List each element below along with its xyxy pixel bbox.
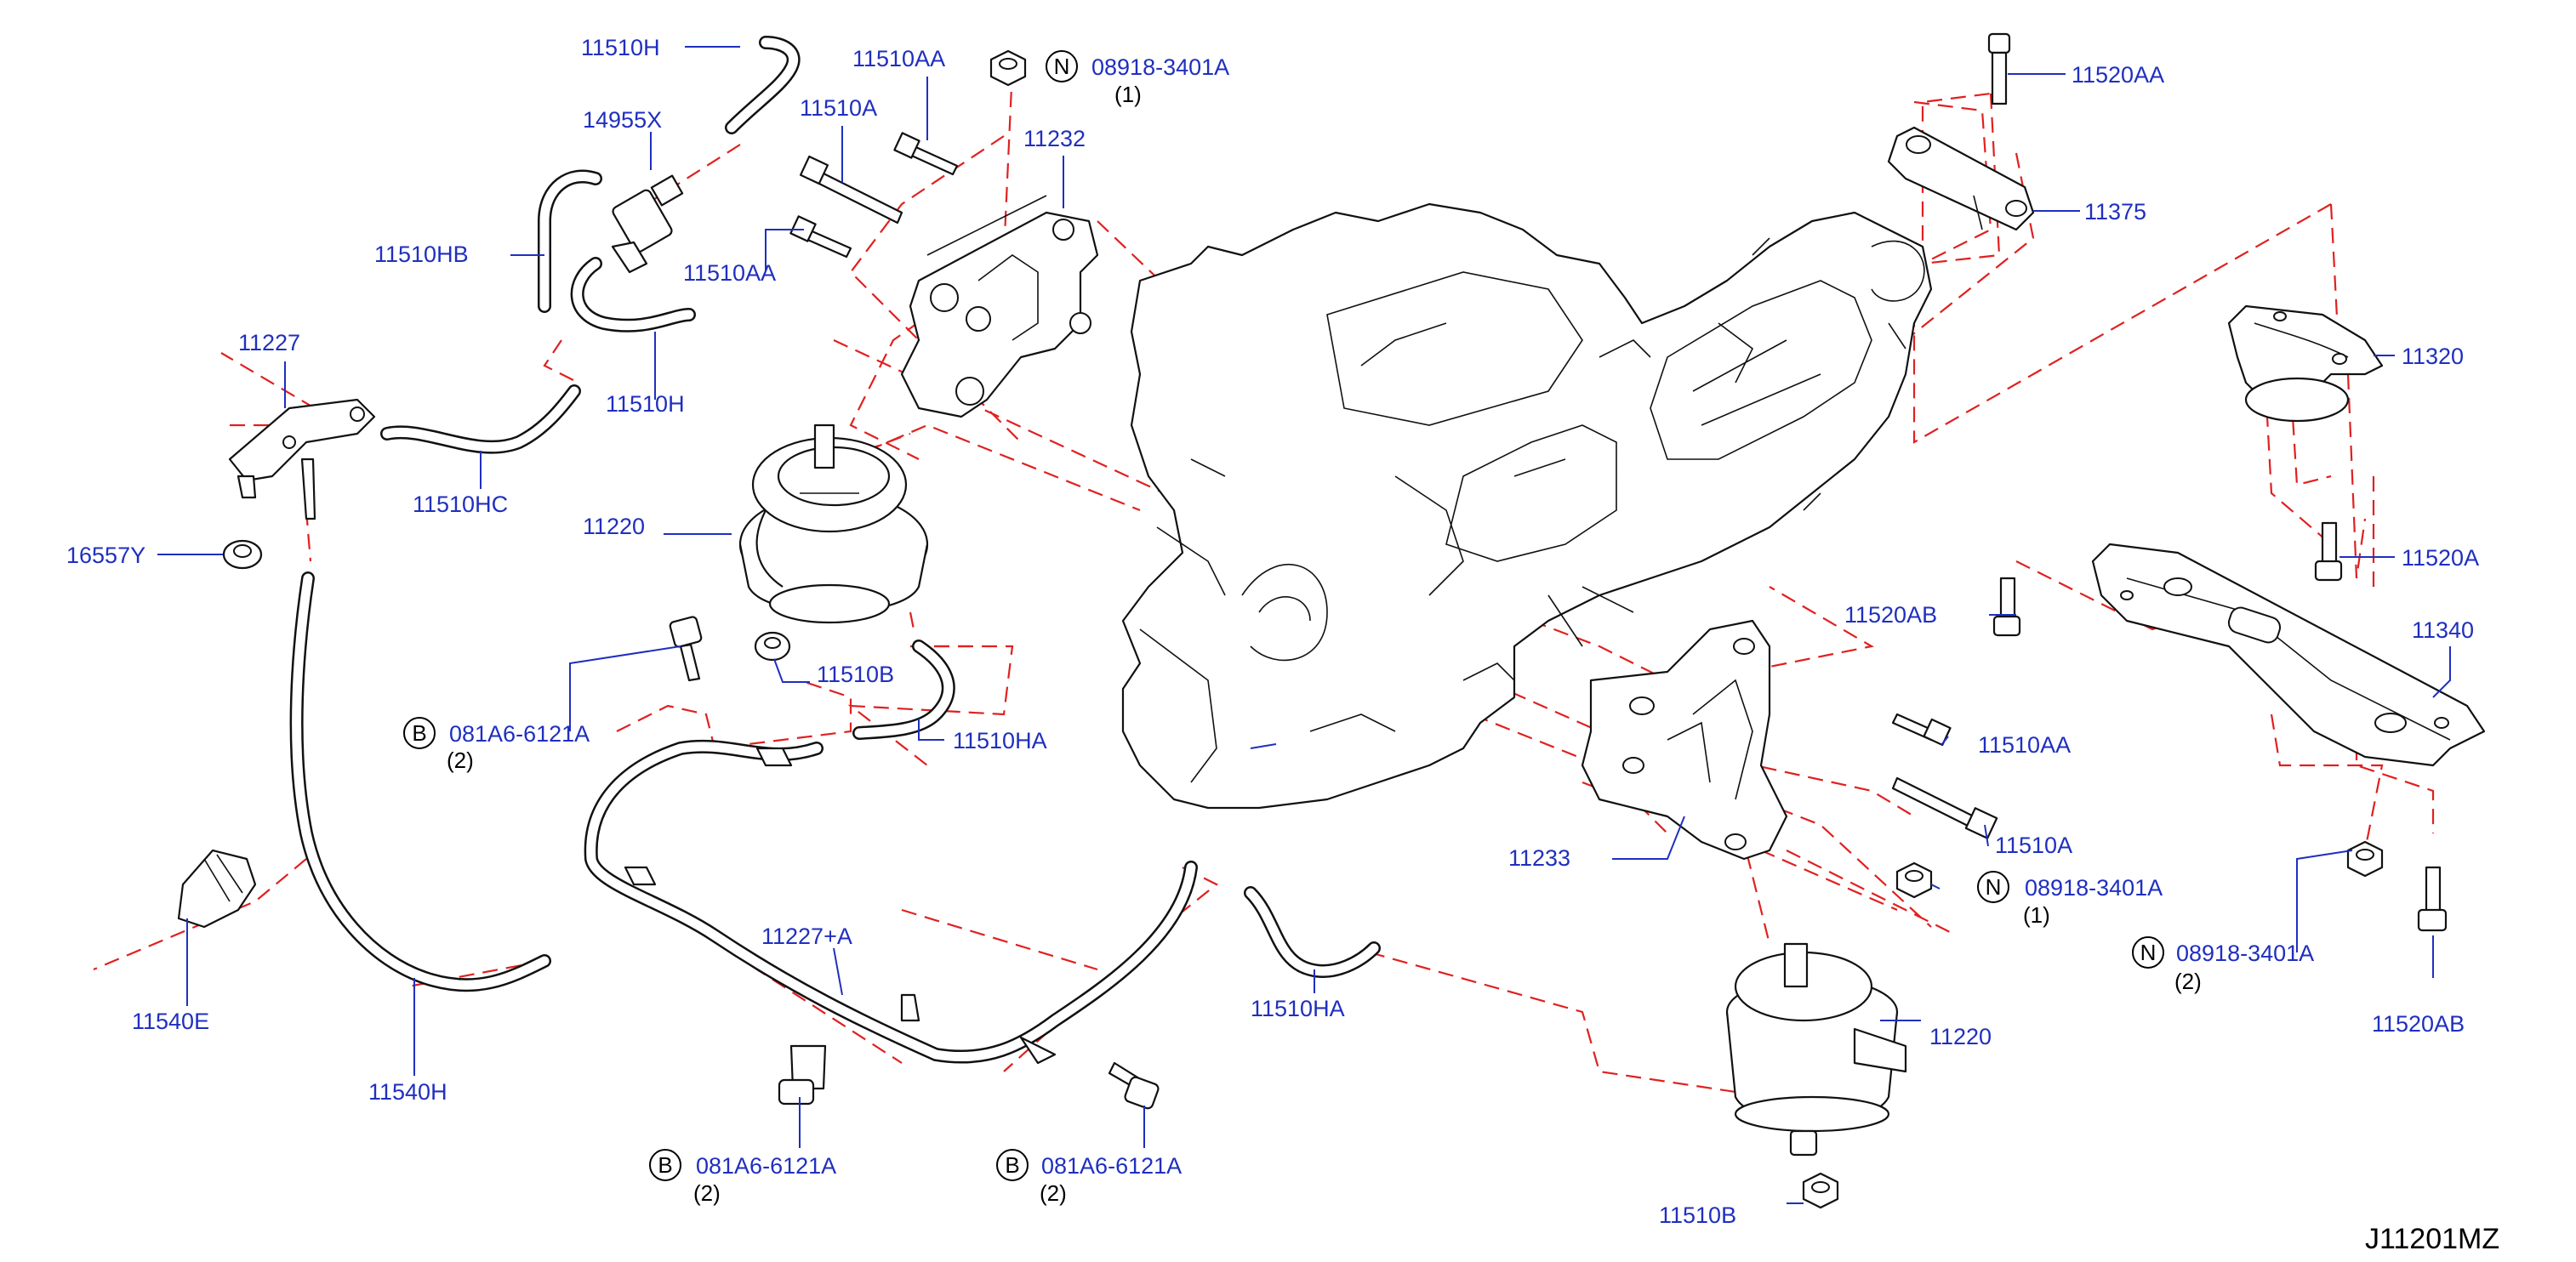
bolt-11520AA-top — [1987, 32, 2011, 105]
svg-text:B: B — [1005, 1152, 1019, 1178]
label-11510H-mid: 11510H — [606, 391, 685, 417]
part-labels: 11510H 14955X 11510HB 11510H 11227 11510… — [66, 35, 2479, 1228]
bracket-11227 — [228, 398, 376, 520]
svg-text:081A6-6121A: 081A6-6121A — [1041, 1153, 1182, 1179]
hose-11510H-top — [725, 36, 801, 134]
label-16557Y: 16557Y — [66, 543, 145, 568]
label-11520AA-top: 11520AA — [2072, 62, 2164, 88]
label-11520AB-mid: 11520AB — [1844, 602, 1937, 628]
engine-mount-11220-right — [1725, 942, 1907, 1157]
bolt-11520A — [2314, 521, 2343, 582]
label-11510HB: 11510HB — [374, 242, 469, 267]
label-11540H: 11540H — [368, 1079, 447, 1105]
engine-transmission-assembly — [1121, 202, 1933, 810]
bolt-11520AB-low — [2417, 866, 2448, 932]
bolt-11510AA-mid — [789, 215, 852, 259]
nut-11510B-left — [754, 631, 791, 662]
label-11520A: 11520A — [2402, 545, 2479, 571]
svg-text:B: B — [412, 720, 426, 746]
hose-11540H — [289, 571, 551, 992]
crossmember-11340 — [2091, 543, 2486, 767]
label-11220-right: 11220 — [1929, 1024, 1992, 1049]
hose-11510HA-top — [852, 640, 955, 740]
bolt-11510A-top — [799, 155, 903, 225]
bolt-11510AA-right — [1891, 713, 1952, 747]
label-11233: 11233 — [1508, 845, 1570, 871]
label-11510HA-low: 11510HA — [1251, 996, 1345, 1021]
svg-text:N: N — [2140, 940, 2157, 965]
svg-text:(1): (1) — [2023, 902, 2050, 928]
label-11520AB-low: 11520AB — [2372, 1011, 2465, 1037]
callout-b-left: B 081A6-6121A (2) — [403, 717, 590, 773]
nut-16557Y — [222, 539, 263, 570]
label-11320: 11320 — [2402, 344, 2464, 369]
callout-n-mid: N 08918-3401A (1) — [1977, 871, 2163, 928]
label-11227A: 11227+A — [761, 924, 852, 949]
mount-11320 — [2227, 304, 2384, 423]
label-11510A-right: 11510A — [1995, 833, 2072, 858]
svg-text:(2): (2) — [1040, 1180, 1067, 1206]
label-11220-left: 11220 — [583, 514, 645, 539]
svg-text:B: B — [658, 1152, 672, 1178]
label-11510A-top: 11510A — [800, 95, 877, 121]
hose-11510HC — [380, 384, 581, 454]
label-11510HA-top: 11510HA — [953, 728, 1047, 753]
hose-11510H-mid — [570, 257, 696, 333]
label-11227: 11227 — [238, 330, 300, 355]
bolt-B-left — [669, 616, 703, 682]
vacuum-valve-14955X — [611, 174, 684, 274]
label-11340: 11340 — [2412, 617, 2474, 643]
bracket-11232 — [900, 195, 1099, 418]
label-11510AA-mid: 11510AA — [683, 260, 776, 286]
svg-text:(1): (1) — [1114, 82, 1142, 107]
svg-text:(2): (2) — [2174, 969, 2202, 994]
label-11375: 11375 — [2084, 199, 2146, 225]
diagram-code: J11201MZ — [2365, 1223, 2499, 1255]
label-11510B-right: 11510B — [1659, 1202, 1736, 1228]
callout-n-right: N 08918-3401A (2) — [2132, 936, 2314, 994]
bolt-B-low1 — [778, 1044, 827, 1106]
svg-text:(2): (2) — [693, 1180, 721, 1206]
leader-lines — [157, 46, 2451, 1204]
hose-11510HA-low — [1244, 886, 1381, 978]
svg-text:N: N — [1986, 874, 2002, 900]
label-11540E: 11540E — [132, 1009, 209, 1034]
bolt-11510A-right — [1891, 776, 1998, 839]
svg-text:081A6-6121A: 081A6-6121A — [696, 1153, 836, 1179]
svg-text:081A6-6121A: 081A6-6121A — [449, 721, 590, 747]
svg-text:(2): (2) — [447, 748, 474, 773]
callout-n-top: N 08918-3401A (1) — [1046, 50, 1229, 107]
clamp-11540E — [177, 849, 257, 929]
callout-b-low2: B 081A6-6121A (2) — [996, 1149, 1182, 1206]
label-11510HC: 11510HC — [413, 492, 508, 517]
engine-mount-11220-left — [738, 424, 929, 624]
bolt-11510AA-top — [893, 132, 959, 176]
svg-text:08918-3401A: 08918-3401A — [1091, 54, 1229, 80]
label-11510B-left: 11510B — [817, 662, 894, 687]
bolt-11520AB-mid — [1992, 577, 2021, 637]
nut-top-N — [989, 49, 1027, 87]
nut-11510B-right — [1802, 1172, 1839, 1209]
svg-text:N: N — [1054, 54, 1070, 79]
label-11510H-top: 11510H — [581, 35, 660, 60]
bracket-11375 — [1887, 126, 2035, 231]
nut-N-right — [2346, 840, 2384, 878]
label-14955X: 14955X — [583, 107, 662, 133]
label-11232: 11232 — [1023, 126, 1086, 151]
svg-text:08918-3401A: 08918-3401A — [2025, 875, 2163, 901]
label-11510AA-top: 11510AA — [852, 46, 945, 71]
svg-text:08918-3401A: 08918-3401A — [2176, 941, 2314, 966]
bracket-11233 — [1581, 619, 1788, 861]
pipe-11227A — [584, 739, 1198, 1065]
nut-N-mid — [1895, 861, 1933, 899]
label-11510AA-right: 11510AA — [1978, 732, 2071, 758]
bolt-B-low2 — [1108, 1061, 1160, 1110]
hose-11510HB — [538, 169, 602, 313]
callout-b-low1: B 081A6-6121A (2) — [649, 1149, 836, 1206]
